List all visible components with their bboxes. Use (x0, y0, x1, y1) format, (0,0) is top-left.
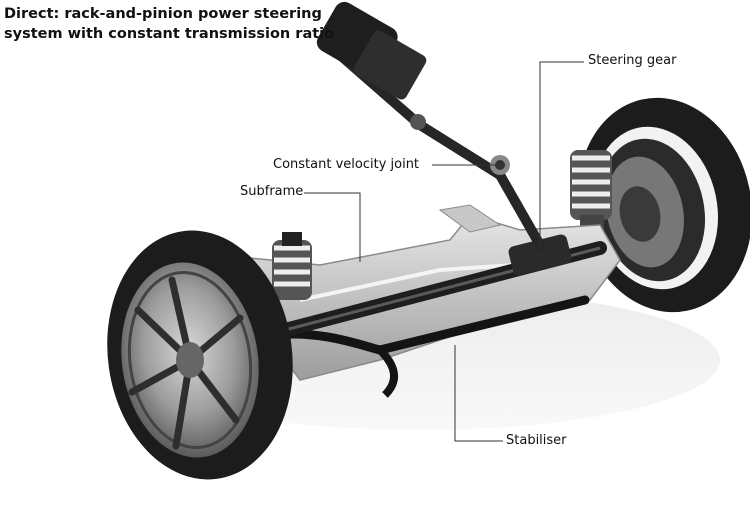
label-cv-joint: Constant velocity joint (273, 157, 420, 172)
steering-rack (278, 234, 607, 337)
leader-subframe (304, 192, 361, 262)
label-steering-gear: Steering gear (588, 53, 677, 68)
label-stabiliser: Stabiliser (506, 433, 567, 448)
page-title: Direct: rack-and-pinion power steering s… (4, 4, 334, 44)
left-wheel (107, 230, 293, 480)
right-wheel (577, 97, 750, 313)
leader-steering-gear (539, 61, 584, 245)
leader-stabiliser (454, 345, 503, 442)
leader-lines (304, 61, 584, 442)
steering-column (316, 1, 545, 250)
title-line-1: Direct: rack-and-pinion power steering (4, 6, 322, 22)
title-line-2: system with constant transmission ratio (4, 26, 335, 42)
left-strut (272, 232, 312, 300)
label-subframe: Subframe (240, 184, 304, 199)
